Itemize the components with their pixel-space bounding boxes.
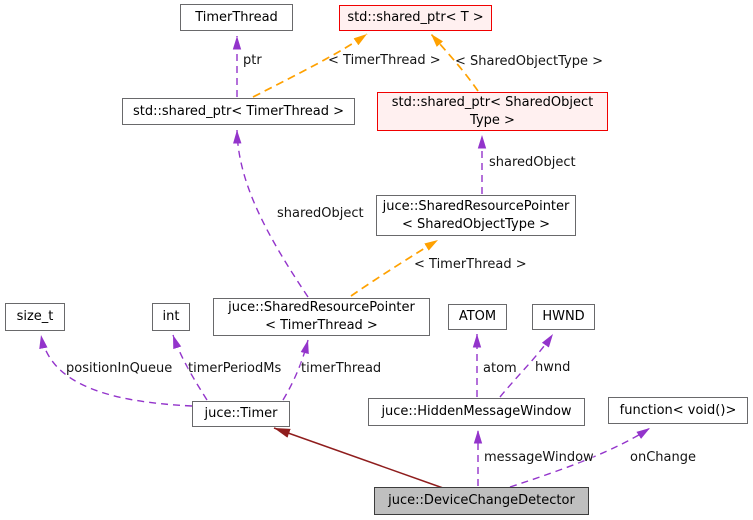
node-std-shared-ptr-sharedobjecttype[interactable]: std::shared_ptr< SharedObject Type > [377, 92, 608, 131]
node-function-void[interactable]: function< void()> [608, 397, 748, 424]
node-timerthread[interactable]: TimerThread [180, 4, 293, 31]
node-hwnd[interactable]: HWND [532, 304, 595, 330]
edge-label-template-sharedobjecttype: < SharedObjectType > [455, 54, 604, 69]
edge-label-timerperiodms: timerPeriodMs [188, 361, 282, 376]
edge-timerthread [282, 339, 309, 401]
node-juce-hiddenmessagewindow[interactable]: juce::HiddenMessageWindow [368, 398, 585, 426]
edge-timerperiodms [172, 334, 208, 401]
node-juce-timer[interactable]: juce::Timer [192, 401, 290, 427]
edge-template-timerthread-mid [350, 239, 439, 297]
edge-label-hwnd: hwnd [535, 360, 571, 375]
node-std-shared-ptr-t[interactable]: std::shared_ptr< T > [339, 5, 492, 31]
edge-positioninqueue [39, 334, 193, 407]
edge-sharedobject-left [233, 129, 309, 298]
node-sharedresourcepointer-timerthread[interactable]: juce::SharedResourcePointer < TimerThrea… [213, 298, 430, 336]
edge-label-template-timerthread-mid: < TimerThread > [414, 257, 527, 272]
edge-label-atom: atom [483, 361, 517, 376]
edge-label-sharedobject-right: sharedObject [489, 155, 576, 170]
edge-label-positioninqueue: positionInQueue [66, 361, 173, 376]
edge-label-template-timerthread-top: < TimerThread > [328, 53, 441, 68]
edge-label-onchange: onChange [630, 450, 696, 465]
node-size-t[interactable]: size_t [5, 303, 65, 331]
node-std-shared-ptr-timerthread[interactable]: std::shared_ptr< TimerThread > [122, 98, 355, 125]
node-atom[interactable]: ATOM [448, 304, 507, 330]
edge-label-sharedobject-left: sharedObject [277, 206, 364, 221]
edge-label-messagewindow: messageWindow [484, 450, 594, 465]
edge-label-timerthread: timerThread [301, 361, 382, 376]
node-int[interactable]: int [152, 303, 190, 331]
edge-template-timerthread-top [252, 33, 368, 98]
edge-inheritance-timer [273, 427, 444, 489]
edge-onchange [509, 427, 651, 488]
edge-template-sharedobjecttype [430, 33, 479, 92]
node-juce-devicechangedetector[interactable]: juce::DeviceChangeDetector [374, 487, 589, 515]
node-sharedresourcepointer-sharedobjecttype[interactable]: juce::SharedResourcePointer < SharedObje… [376, 195, 576, 236]
edge-label-ptr: ptr [243, 53, 262, 68]
edge-hwnd [499, 333, 554, 398]
